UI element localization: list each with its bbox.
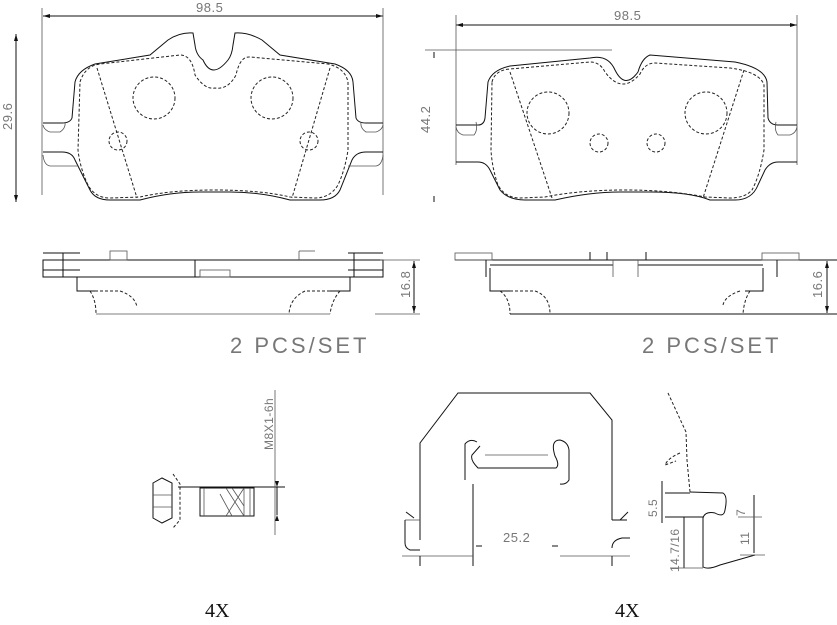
clip-side-dimension-c: 7 <box>734 508 748 516</box>
pad-1-height-dimension: 29.6 <box>0 102 15 130</box>
clip-side-dimension-b: 14.7/16 <box>668 528 682 572</box>
pad-2-front-view <box>425 15 798 202</box>
side-1-quantity-label: 2 PCS/SET <box>230 333 370 358</box>
abutment-clip-front <box>402 392 630 566</box>
side-2-quantity-label: 2 PCS/SET <box>642 333 782 358</box>
guide-bolt-drawing <box>152 390 285 535</box>
pad-2-width-dimension: 98.5 <box>614 8 642 23</box>
bolt-thread-spec: M8X1-6h <box>262 397 276 450</box>
pad-1-width-dimension: 98.5 <box>196 0 224 15</box>
side-view-2 <box>454 252 837 315</box>
side-1-thickness-dimension: 16.8 <box>398 270 413 298</box>
clip-side-dimension-a: 5.5 <box>646 498 660 517</box>
side-view-1 <box>42 250 420 315</box>
clip-quantity-label: 4X <box>615 600 640 622</box>
side-2-thickness-dimension: 16.6 <box>810 270 825 298</box>
pad-1-front-view <box>14 8 384 202</box>
pad-2-height-dimension: 44.2 <box>418 105 433 133</box>
clip-width-dimension: 25.2 <box>503 530 531 545</box>
abutment-clip-side <box>661 392 765 569</box>
clip-side-dimension-d: 11 <box>738 531 752 545</box>
bolt-quantity-label: 4X <box>205 600 230 622</box>
